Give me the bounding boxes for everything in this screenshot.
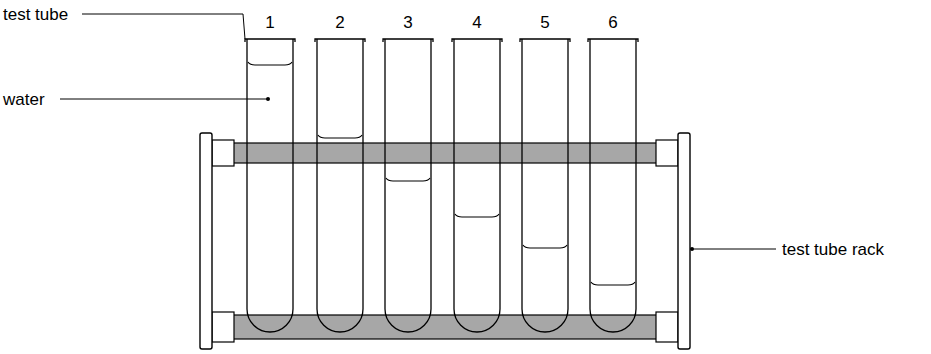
- test-tube: [590, 39, 636, 332]
- bar-cap: [656, 312, 678, 342]
- leader-dot: [690, 247, 694, 251]
- bar-cap: [212, 140, 234, 166]
- water-level: [318, 135, 362, 138]
- water-level: [455, 214, 499, 217]
- tube-rim: [520, 39, 570, 42]
- rack-bar: [206, 143, 684, 163]
- water-level: [523, 245, 567, 248]
- water-level: [248, 62, 292, 65]
- rack-post: [200, 133, 212, 349]
- test-tube: [385, 39, 431, 332]
- tube-rim: [383, 39, 433, 42]
- water-level: [386, 178, 430, 181]
- tube-rim: [452, 39, 502, 42]
- tube-rim: [315, 39, 365, 42]
- callout-number: 3: [403, 14, 412, 31]
- leader-line: [692, 249, 776, 250]
- leader-line: [243, 14, 245, 39]
- callout-number: 6: [608, 14, 617, 31]
- water-level: [591, 282, 635, 285]
- part-label: water: [3, 91, 45, 108]
- test-tube: [247, 39, 293, 332]
- callout-number: 2: [335, 14, 344, 31]
- test-tube: [522, 39, 568, 332]
- rack-post: [678, 133, 690, 349]
- tube-rim: [588, 39, 638, 42]
- callout-number: 5: [540, 14, 549, 31]
- rack-bar: [206, 315, 684, 339]
- bar-cap: [656, 140, 678, 166]
- leader-dot: [266, 97, 270, 101]
- callout-number: 1: [265, 14, 274, 31]
- bar-cap: [212, 312, 234, 342]
- tube-rim: [245, 39, 295, 42]
- part-label: test tube rack: [782, 241, 884, 258]
- callout-number: 4: [472, 14, 481, 31]
- test-tube: [317, 39, 363, 332]
- leader-line: [82, 14, 243, 15]
- part-label: test tube: [3, 6, 68, 23]
- leader-line: [60, 99, 268, 100]
- test-tube: [454, 39, 500, 332]
